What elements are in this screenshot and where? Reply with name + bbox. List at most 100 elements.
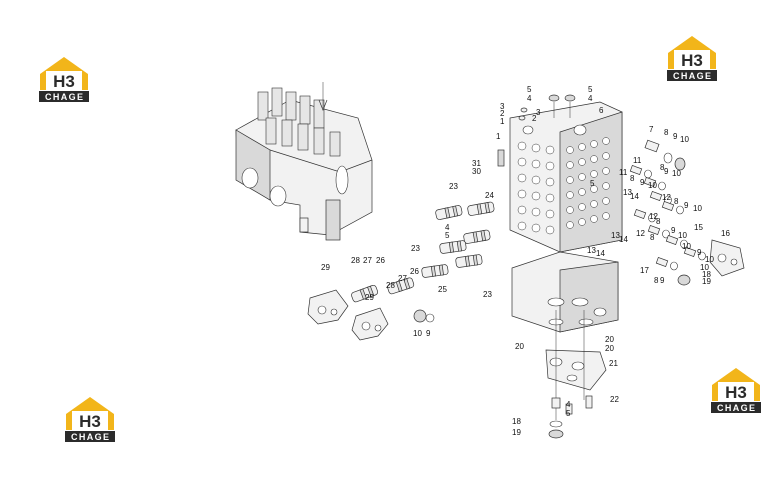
callout-8: 8 — [674, 197, 679, 206]
callout-17: 17 — [640, 266, 649, 275]
callout-10: 10 — [705, 255, 714, 264]
callout-12: 12 — [649, 212, 658, 221]
right-side-parts — [629, 139, 745, 286]
callout-10: 10 — [693, 204, 702, 213]
port-hole — [566, 146, 574, 154]
callout-18: 18 — [512, 417, 521, 426]
callout-5: 5 — [445, 231, 450, 240]
callout-24: 24 — [485, 191, 494, 200]
callout-4: 4 — [527, 94, 532, 103]
spool-assembly — [467, 201, 495, 216]
callout-4: 4 — [588, 94, 593, 103]
callout-9: 9 — [684, 201, 689, 210]
callout-9: 9 — [426, 329, 431, 338]
callout-8: 8 — [660, 163, 665, 172]
callout-9: 9 — [664, 167, 669, 176]
port-hole — [517, 221, 527, 231]
port-hole — [531, 191, 541, 201]
port-hole — [531, 207, 541, 217]
port-hole — [545, 209, 555, 219]
port-hole — [517, 205, 527, 215]
callout-27: 27 — [363, 256, 372, 265]
callout-19: 19 — [702, 277, 711, 286]
port-hole — [566, 221, 574, 229]
callout-9: 9 — [673, 132, 678, 141]
callout-2: 2 — [500, 109, 505, 118]
plug-assembly — [655, 257, 678, 271]
callout-20: 20 — [515, 342, 524, 351]
callout-26: 26 — [410, 267, 419, 276]
port-hole — [578, 203, 586, 211]
callout-8: 8 — [630, 174, 635, 183]
callout-11: 11 — [633, 156, 642, 165]
callout-20: 20 — [605, 335, 614, 344]
spool-assembly — [439, 240, 467, 254]
callout-14: 14 — [596, 249, 605, 258]
plug-assembly — [665, 235, 688, 249]
port-hole — [531, 223, 541, 233]
callout-30: 30 — [472, 167, 481, 176]
port-hole — [590, 185, 598, 193]
port-hole — [602, 212, 610, 220]
callout-10: 10 — [413, 329, 422, 338]
callout-29: 29 — [321, 263, 330, 272]
port-hole — [566, 161, 574, 169]
spool-assembly — [455, 254, 483, 268]
logo-word: CHAGE — [45, 92, 83, 102]
callout-16: 16 — [721, 229, 730, 238]
callout-5: 5 — [527, 85, 532, 94]
assembly-thumbnail — [235, 82, 373, 241]
callout-13: 13 — [623, 188, 632, 197]
spool-assembly — [463, 229, 491, 244]
port-hole — [566, 176, 574, 184]
callout-9: 9 — [671, 226, 676, 235]
callout-14: 14 — [619, 235, 628, 244]
port-hole — [517, 141, 527, 151]
plug-assembly — [683, 247, 706, 261]
port-hole — [578, 158, 586, 166]
logo-letters: H3 — [53, 72, 75, 91]
top-fittings — [497, 94, 576, 167]
port-hole — [578, 173, 586, 181]
callout-12: 12 — [662, 193, 671, 202]
logo-word: CHAGE — [673, 71, 711, 81]
port-hole — [545, 177, 555, 187]
callout-10: 10 — [648, 181, 657, 190]
spool-assembly — [351, 284, 379, 303]
callout-6: 6 — [599, 106, 604, 115]
callout-23: 23 — [449, 182, 458, 191]
callout-14: 14 — [630, 192, 639, 201]
callout-8: 8 — [656, 217, 661, 226]
callout-28: 28 — [351, 256, 360, 265]
callout-15: 15 — [694, 223, 703, 232]
port-hole — [602, 152, 610, 160]
left-spools — [307, 201, 495, 341]
port-hole — [590, 170, 598, 178]
port-hole — [602, 182, 610, 190]
callout-5: 5 — [588, 85, 593, 94]
port-hole — [545, 193, 555, 203]
callout-8: 8 — [650, 233, 655, 242]
logo-word: CHAGE — [71, 432, 109, 442]
callout-21: 21 — [609, 359, 618, 368]
port-hole — [517, 157, 527, 167]
port-hole — [578, 143, 586, 151]
port-hole — [566, 206, 574, 214]
callout-25: 25 — [438, 285, 447, 294]
port-hole — [590, 140, 598, 148]
callout-22: 22 — [610, 395, 619, 404]
port-hole — [590, 155, 598, 163]
logo-letters: H3 — [79, 412, 101, 431]
spool-assembly — [435, 205, 463, 220]
port-hole — [517, 189, 527, 199]
plug-assembly — [643, 177, 666, 191]
lower-block — [511, 251, 619, 439]
callout-26: 26 — [376, 256, 385, 265]
plug-assembly — [633, 209, 656, 223]
